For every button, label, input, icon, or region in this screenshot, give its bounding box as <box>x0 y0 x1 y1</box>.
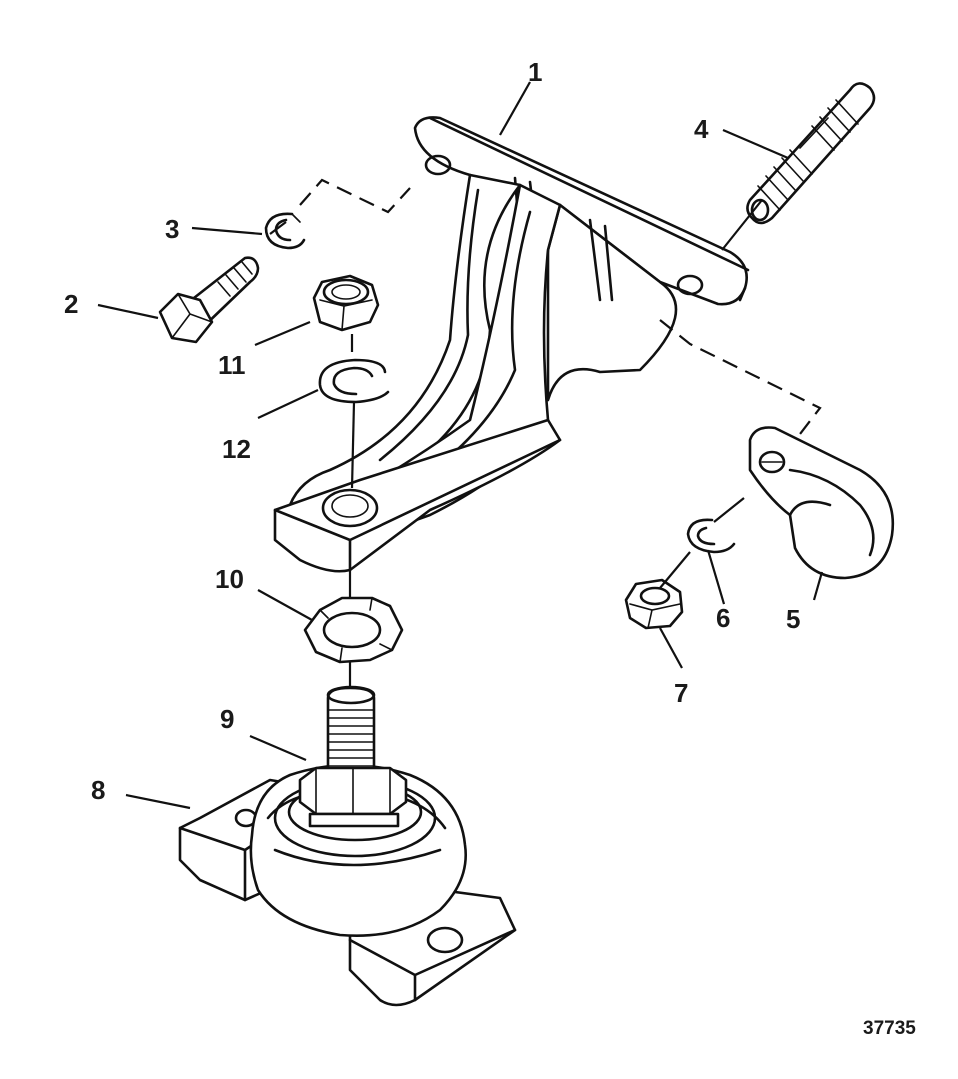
part-10-star-washer <box>303 596 404 664</box>
assembly-lines <box>269 178 822 686</box>
part-5-clamp <box>748 426 895 580</box>
part-11-hex-nut <box>312 274 380 332</box>
foot-hole <box>321 488 379 528</box>
part-9-mount-stud-nut <box>298 685 408 828</box>
leader-lines <box>97 81 824 810</box>
callout-2: 2 <box>64 289 78 319</box>
callout-labels: 1 4 3 2 11 12 10 6 5 7 9 8 <box>64 57 800 805</box>
part-8-engine-mount <box>178 763 517 1007</box>
callout-4: 4 <box>694 114 709 144</box>
part-4-stud <box>746 82 876 225</box>
part-6-lock-washer <box>686 518 736 554</box>
part-7-nut <box>624 578 684 630</box>
part-3-lock-washer <box>264 212 306 250</box>
flange-hole-left <box>424 154 452 176</box>
part-2-bolt <box>158 256 260 344</box>
part-1-bracket <box>273 116 750 573</box>
callout-10: 10 <box>215 564 244 594</box>
callout-11: 11 <box>218 350 246 380</box>
figure-number: 37735 <box>863 1018 916 1039</box>
callout-3: 3 <box>165 214 179 244</box>
callout-12: 12 <box>222 434 251 464</box>
part-12-washer <box>318 358 390 404</box>
callout-1: 1 <box>528 57 542 87</box>
callout-9: 9 <box>220 704 234 734</box>
callout-5: 5 <box>786 604 800 634</box>
callout-8: 8 <box>91 775 105 805</box>
callout-7: 7 <box>674 678 688 708</box>
flange-hole-right <box>676 274 704 296</box>
callout-6: 6 <box>716 603 730 633</box>
